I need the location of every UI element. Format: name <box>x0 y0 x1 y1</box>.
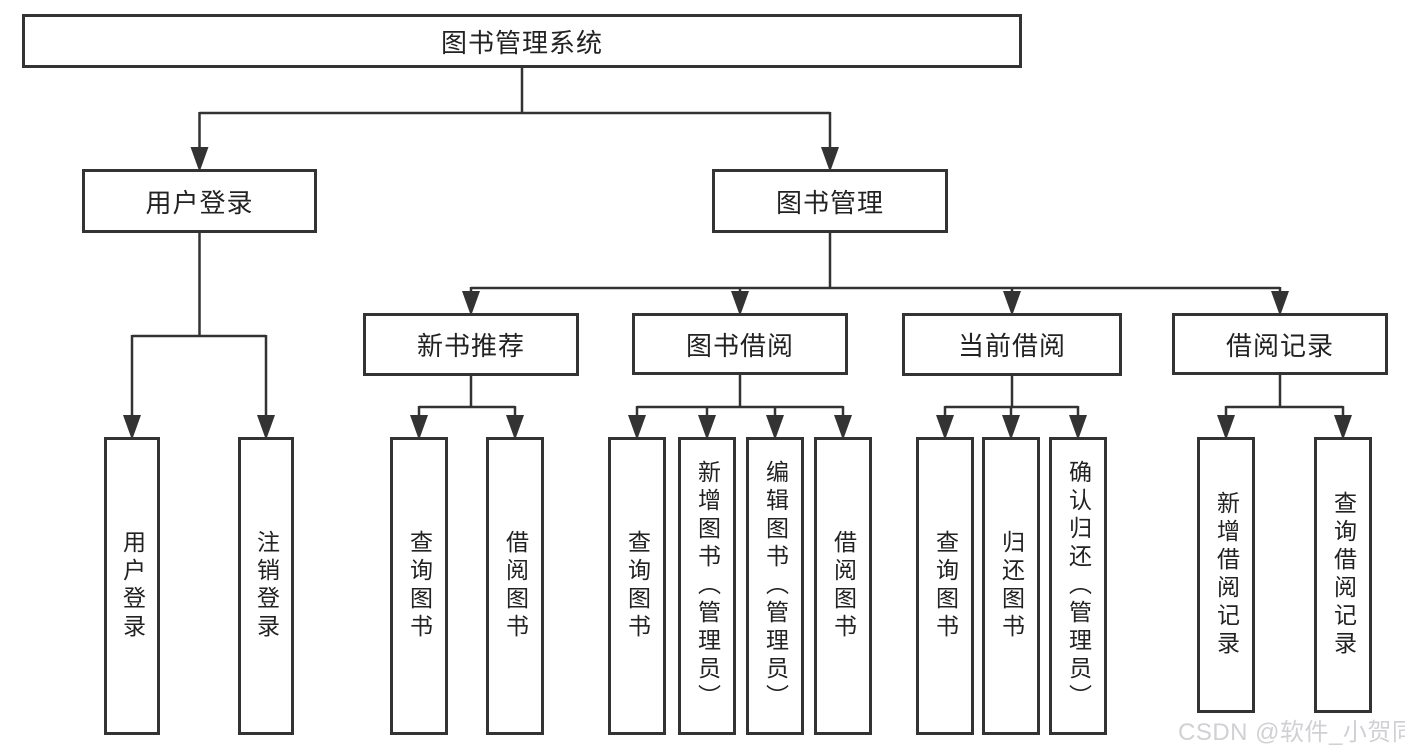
node-label: 查询借阅记录 <box>1330 491 1357 659</box>
watermark-text: CSDN @软件_小贺同学 <box>1178 719 1405 746</box>
node-new-book-recommend: 新书推荐 <box>363 313 579 376</box>
node-label: 图书借阅 <box>685 330 794 361</box>
node-nb-borrow-books: 借阅图书 <box>486 437 544 735</box>
node-label: 确认归还︵管理员︶ <box>1065 460 1092 712</box>
node-label: 归还图书 <box>998 530 1025 642</box>
node-label: 借阅图书 <box>502 530 529 642</box>
node-current-borrowing: 当前借阅 <box>902 313 1122 376</box>
node-label: 注销登录 <box>253 530 280 642</box>
node-logout-leaf: 注销登录 <box>238 437 294 735</box>
node-user-login-leaf: 用户登录 <box>104 437 160 735</box>
node-label: 借阅记录 <box>1225 330 1334 361</box>
node-label: 新增图书︵管理员︶ <box>694 460 721 712</box>
node-label: 查询图书 <box>624 530 651 642</box>
node-bb-add-books: 新增图书︵管理员︶ <box>678 437 736 735</box>
node-label: 用户登录 <box>119 530 146 642</box>
node-borrowing-records: 借阅记录 <box>1172 313 1388 375</box>
node-bb-borrow-books: 借阅图书 <box>814 437 872 735</box>
node-cb-return-books: 归还图书 <box>982 437 1040 735</box>
node-label: 查询图书 <box>406 530 433 642</box>
node-label: 当前借阅 <box>957 331 1066 361</box>
node-root: 图书管理系统 <box>22 14 1022 68</box>
node-label: 图书管理系统 <box>440 27 603 58</box>
node-nb-query-books: 查询图书 <box>390 437 448 735</box>
node-label: 新增借阅记录 <box>1213 491 1240 659</box>
node-label: 新书推荐 <box>416 331 525 361</box>
node-user-login: 用户登录 <box>82 169 317 233</box>
node-label: 借阅图书 <box>830 530 857 642</box>
node-br-add-record: 新增借阅记录 <box>1197 437 1255 713</box>
node-cb-query-books: 查询图书 <box>916 437 974 735</box>
node-bb-query-books: 查询图书 <box>608 437 666 735</box>
node-book-management: 图书管理 <box>712 169 948 233</box>
node-label: 查询图书 <box>932 530 959 642</box>
node-book-borrowing: 图书借阅 <box>632 313 848 375</box>
node-label: 用户登录 <box>145 187 254 218</box>
node-label: 图书管理 <box>775 187 884 218</box>
node-cb-confirm-return: 确认归还︵管理员︶ <box>1049 437 1107 735</box>
node-bb-edit-books: 编辑图书︵管理员︶ <box>746 437 804 735</box>
node-br-query-record: 查询借阅记录 <box>1314 437 1372 713</box>
node-label: 编辑图书︵管理员︶ <box>762 460 789 712</box>
